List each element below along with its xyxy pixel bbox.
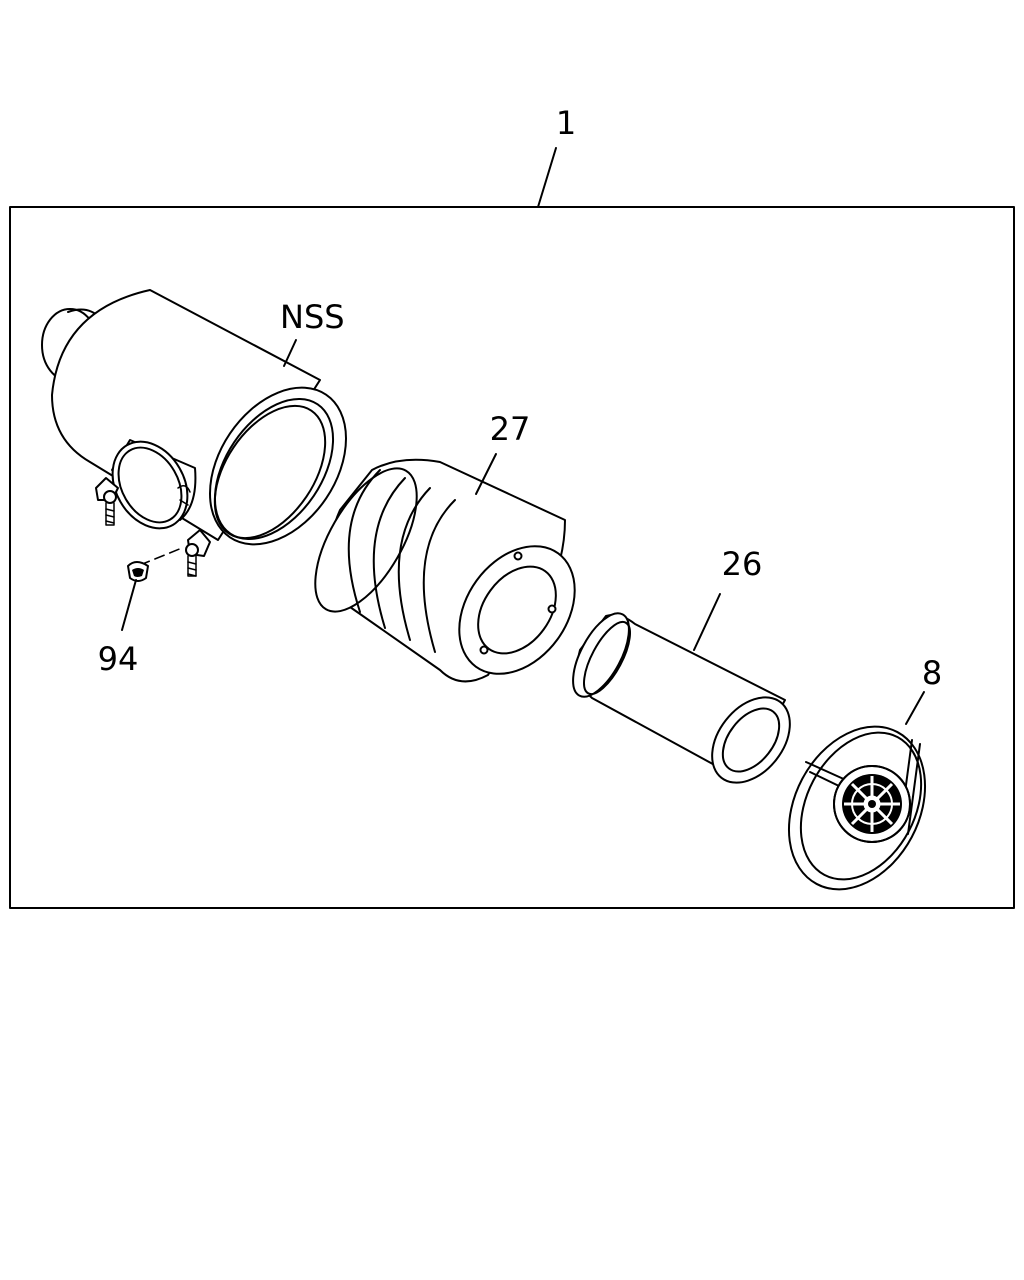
callout-outer-element: 27 <box>490 410 531 448</box>
mounting-bolt-icon <box>103 490 117 526</box>
callout-valve: 94 <box>98 640 139 678</box>
inner-filter-element <box>572 612 791 784</box>
nss-leader <box>283 339 297 367</box>
callout-cover: 8 <box>922 654 942 692</box>
dust-valve <box>127 547 183 582</box>
outer-filter-element <box>314 458 576 683</box>
cover-leader <box>905 691 925 725</box>
callout-assembly: 1 <box>556 104 576 142</box>
callout-inner-element: 26 <box>722 545 763 583</box>
outer-element-leader <box>475 453 497 495</box>
cover-hub-spokes <box>844 776 900 832</box>
mounting-bolt-icon <box>185 543 199 577</box>
inner-element-leader <box>693 593 721 651</box>
callout-nss: NSS <box>280 298 345 336</box>
assembly-frame <box>9 206 1015 909</box>
air-cleaner-housing <box>41 289 348 577</box>
assembly-leader <box>537 147 557 208</box>
end-cover <box>787 725 927 891</box>
valve-leader <box>121 579 137 631</box>
